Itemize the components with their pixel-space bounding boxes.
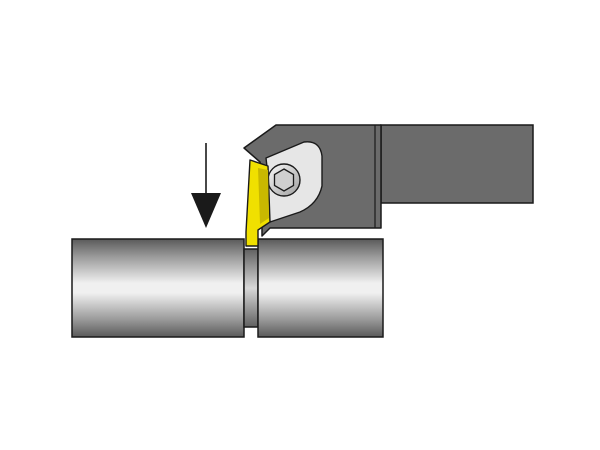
workpiece-right-section <box>257 238 384 338</box>
tool-holder <box>243 124 534 237</box>
workpiece-left-section <box>71 238 245 338</box>
groove-cut <box>243 248 259 328</box>
down-arrow-icon <box>191 143 221 228</box>
tool-holder-shank <box>380 124 534 204</box>
grooving-insert <box>245 159 271 247</box>
insert-shadow <box>258 168 269 224</box>
workpiece <box>71 238 384 338</box>
hex-socket-screw-icon <box>267 163 301 197</box>
